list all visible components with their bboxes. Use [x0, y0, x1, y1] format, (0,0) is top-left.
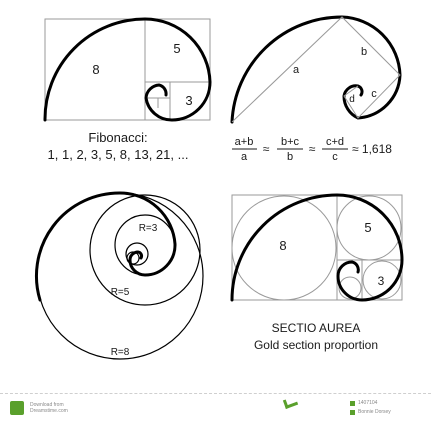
frac3-num: c+d: [326, 136, 344, 148]
fib-label-3: 3: [185, 93, 192, 108]
circles-spiral: [34, 191, 177, 302]
sectio-outer-rect: [231, 194, 403, 301]
approx-2: ≈: [309, 142, 316, 156]
circle-r2: [125, 242, 149, 266]
frac2-den: b: [287, 151, 293, 163]
fib-label-8: 8: [92, 62, 99, 77]
sectio-label-3: 3: [378, 274, 385, 288]
circles-panel: R=3 R=5 R=8: [34, 191, 204, 360]
id-icon: [350, 401, 355, 406]
watermark-footer: Download from Dreamstime.com 1407104 Bon…: [0, 393, 431, 424]
label-r3: R=3: [139, 223, 158, 234]
fib-title: Fibonacci:: [88, 130, 147, 145]
download-line-1: Download from: [30, 402, 64, 408]
sectio-spiral: [230, 193, 404, 302]
ratio-segments: [231, 16, 401, 123]
sectio-circle-8: [231, 195, 337, 301]
frac1-num: a+b: [235, 136, 254, 148]
arrow-icon: [282, 396, 299, 409]
download-line-2: Dreamstime.com: [30, 408, 68, 414]
credit-name: Bonnie Dorsey: [358, 409, 391, 415]
seg-c-label: c: [371, 88, 377, 100]
ratio-formula: a+b a ≈ b+c b ≈ c+d c ≈ 1,618: [232, 136, 392, 163]
sectio-circle-2: [338, 276, 362, 300]
seg-b-label: b: [361, 46, 367, 58]
image-id: 1407104: [358, 400, 378, 406]
fibonacci-panel: 8 5 3 Fibonacci: 1, 1, 2, 3, 5, 8, 13, 2…: [43, 17, 212, 162]
seg-a-label: a: [293, 64, 300, 76]
label-r8: R=8: [111, 347, 130, 358]
sectio-label-8: 8: [279, 238, 286, 253]
sectio-circle-3: [362, 260, 402, 300]
sectio-label-5: 5: [364, 220, 371, 235]
fib-spiral: [43, 17, 212, 122]
seg-d-label: d: [349, 94, 355, 105]
label-r5: R=5: [111, 287, 130, 298]
fib-label-5: 5: [173, 41, 180, 56]
ratio-panel: a b c d a+b a ≈ b+c b ≈ c+d c ≈ 1,618: [230, 15, 402, 163]
approx-1: ≈: [263, 142, 270, 156]
frac1-den: a: [241, 151, 248, 163]
fib-sequence: 1, 1, 2, 3, 5, 8, 13, 21, ...: [48, 147, 189, 162]
sectio-circle-5: [336, 195, 402, 261]
sectio-subtitle: Gold section proportion: [254, 338, 378, 352]
ratio-value: ≈ 1,618: [352, 142, 392, 156]
ratio-spiral: [230, 15, 402, 124]
dreamstime-logo-icon: [10, 401, 24, 415]
sectio-title: SECTIO AUREA: [272, 321, 361, 335]
sectio-aurea-panel: 8 5 3 SECTIO AUREA Gold section proporti…: [230, 193, 404, 352]
circle-r5: [89, 194, 201, 306]
frac3-den: c: [332, 151, 338, 163]
user-icon: [350, 410, 355, 415]
frac2-num: b+c: [281, 136, 300, 148]
